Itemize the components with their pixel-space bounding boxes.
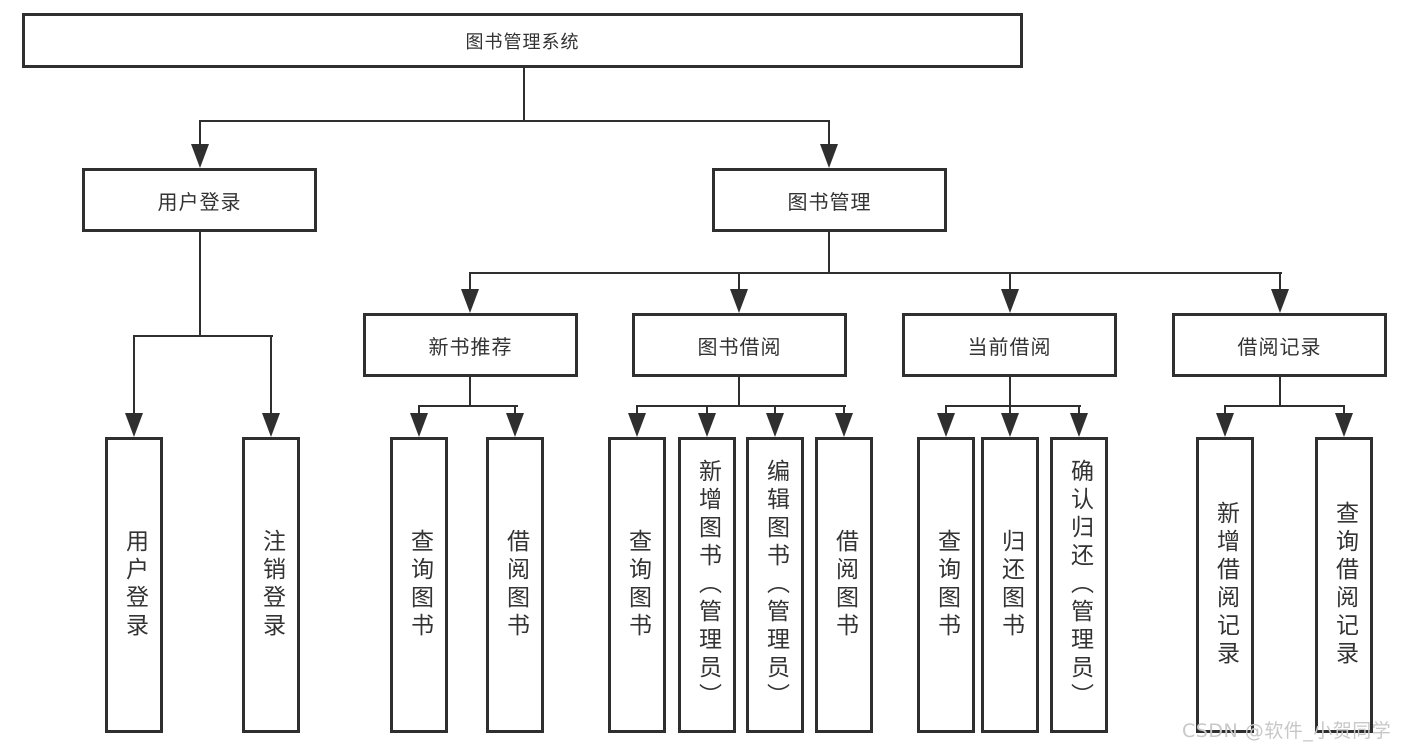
connector-line — [469, 272, 1282, 274]
leaf-return-books: 归还图书 — [981, 437, 1039, 733]
arrow-down-icon — [835, 413, 853, 437]
node-book-management: 图书管理 — [712, 168, 947, 232]
leaf-borrow-books: 借阅图书 — [815, 437, 873, 733]
connector-line — [1224, 405, 1345, 407]
connector-line — [469, 272, 471, 291]
connector-line — [1279, 272, 1281, 291]
leaf-query-books: 查询图书 — [390, 437, 448, 733]
connector-line — [1009, 272, 1011, 291]
connector-line — [636, 405, 638, 415]
connector-line — [1078, 405, 1080, 415]
connector-line — [469, 377, 471, 405]
leaf-edit-book-admin: 编辑图书（管理员） — [746, 437, 804, 733]
leaf-query-books: 查询图书 — [917, 437, 975, 733]
arrow-down-icon — [191, 144, 209, 168]
arrow-down-icon — [461, 289, 479, 313]
arrow-down-icon — [698, 413, 716, 437]
connector-line — [1279, 377, 1281, 405]
leaf-user-login: 用户登录 — [105, 437, 163, 733]
connector-line — [199, 120, 830, 122]
arrow-down-icon — [1216, 413, 1234, 437]
arrow-down-icon — [1271, 289, 1289, 313]
leaf-query-books: 查询图书 — [608, 437, 666, 733]
connector-line — [828, 232, 830, 272]
arrow-down-icon — [730, 289, 748, 313]
connector-line — [199, 232, 201, 335]
connector-line — [945, 405, 947, 415]
connector-line — [843, 405, 845, 415]
connector-line — [1009, 405, 1011, 415]
arrow-down-icon — [766, 413, 784, 437]
arrow-down-icon — [125, 413, 143, 437]
leaf-logout: 注销登录 — [242, 437, 300, 733]
connector-line — [514, 405, 516, 415]
connector-line — [738, 377, 740, 405]
connector-line — [706, 405, 708, 415]
connector-line — [1224, 405, 1226, 415]
arrow-down-icon — [1001, 413, 1019, 437]
arrow-down-icon — [506, 413, 524, 437]
leaf-add-borrow-record: 新增借阅记录 — [1196, 437, 1254, 733]
node-borrowing-records: 借阅记录 — [1172, 313, 1387, 377]
node-user-login: 用户登录 — [82, 168, 317, 232]
connector-line — [133, 335, 135, 415]
connector-line — [738, 272, 740, 291]
connector-line — [523, 68, 525, 120]
arrow-down-icon — [1335, 413, 1353, 437]
node-library-management-system: 图书管理系统 — [22, 13, 1023, 68]
arrow-down-icon — [262, 413, 280, 437]
connector-line — [1009, 377, 1011, 405]
connector-line — [270, 335, 272, 415]
arrow-down-icon — [1070, 413, 1088, 437]
node-book-borrowing: 图书借阅 — [632, 313, 847, 377]
connector-line — [133, 335, 273, 337]
connector-line — [945, 405, 1081, 407]
arrow-down-icon — [628, 413, 646, 437]
connector-line — [636, 405, 846, 407]
connector-line — [1343, 405, 1345, 415]
leaf-add-book-admin: 新增图书（管理员） — [678, 437, 736, 733]
arrow-down-icon — [937, 413, 955, 437]
leaf-confirm-return-admin: 确认归还（管理员） — [1050, 437, 1108, 733]
leaf-query-borrow-record: 查询借阅记录 — [1315, 437, 1373, 733]
connector-line — [199, 120, 201, 148]
connector-line — [828, 120, 830, 148]
arrow-down-icon — [1001, 289, 1019, 313]
arrow-down-icon — [820, 144, 838, 168]
node-new-book-recommendation: 新书推荐 — [363, 313, 578, 377]
connector-line — [418, 405, 518, 407]
arrow-down-icon — [410, 413, 428, 437]
leaf-borrow-books: 借阅图书 — [486, 437, 544, 733]
watermark-text: CSDN @软件_小贺同学 — [1182, 720, 1392, 742]
connector-line — [774, 405, 776, 415]
connector-line — [418, 405, 420, 415]
node-current-borrowing: 当前借阅 — [902, 313, 1117, 377]
